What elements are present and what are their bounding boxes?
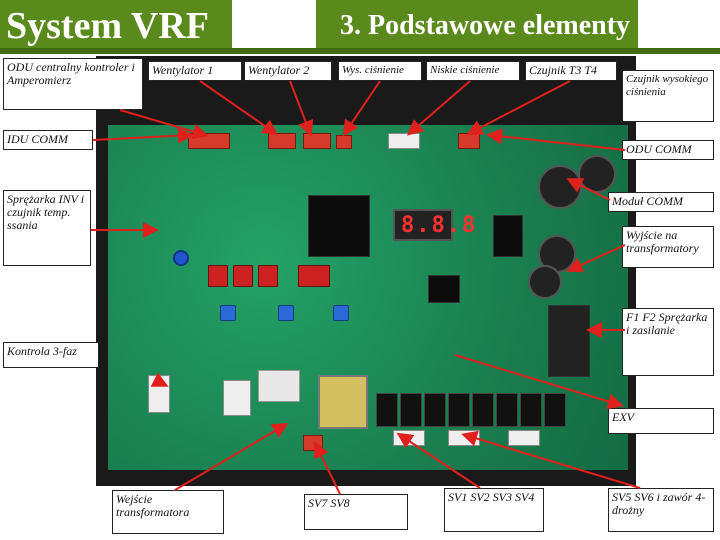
transformer	[318, 375, 368, 429]
pcb-board: 8.8.8	[108, 125, 628, 470]
fuse-block	[548, 305, 590, 377]
choke-coil	[258, 370, 300, 402]
relay-6	[496, 393, 518, 427]
left-connector	[148, 375, 170, 413]
label-compressor-inv: Sprężarka INV i czujnik temp. ssania	[3, 190, 91, 266]
connector-idu	[188, 133, 230, 149]
label-transformer-out: Wyjście na transformatory	[622, 226, 714, 268]
rotary-switch-2	[278, 305, 294, 321]
three-phase-connector	[223, 380, 251, 416]
label-high-pressure-sensor: Czujnik wysokiego ciśnienia	[622, 70, 714, 122]
label-sv78: SV7 SV8	[304, 494, 408, 530]
connector-sv1-sv4	[393, 430, 425, 446]
relay-5	[472, 393, 494, 427]
rotary-switch-3	[333, 305, 349, 321]
label-fuse: F1 F2 Sprężarka i zasilanie	[622, 308, 714, 376]
label-odu-central: ODU centralny kontroler i Amperomierz	[3, 58, 143, 110]
label-three-phase: Kontrola 3-faz	[3, 342, 99, 368]
dip-switch-2	[233, 265, 253, 287]
label-exv: EXV	[608, 408, 714, 434]
capacitor-blue-1	[173, 250, 189, 266]
relay-3	[424, 393, 446, 427]
connector-sv5-sv6	[448, 430, 480, 446]
label-idu-comm: IDU COMM	[3, 130, 93, 150]
relay-1	[376, 393, 398, 427]
led-display: 8.8.8	[393, 209, 475, 241]
connector-high-pressure	[336, 135, 352, 149]
connector-t3t4	[458, 133, 480, 149]
label-sensor-t3t4: Czujnik T3 T4	[525, 61, 617, 81]
header-left-bar	[0, 0, 232, 48]
header-divider	[0, 48, 720, 54]
dip-switch-4	[298, 265, 330, 287]
connector-fan1	[268, 133, 296, 149]
rotary-switch-1	[220, 305, 236, 321]
ic-chip	[428, 275, 460, 303]
slide-title-left: System VRF	[6, 5, 210, 47]
connector-sv78	[303, 435, 323, 451]
capacitor-2	[578, 155, 616, 193]
led-display-value: 8.8.8	[401, 213, 478, 238]
label-sv123: SV1 SV2 SV3 SV4	[444, 488, 544, 532]
relay-4	[448, 393, 470, 427]
dip-switch-3	[258, 265, 278, 287]
relay-8	[544, 393, 566, 427]
relay-7	[520, 393, 542, 427]
slide-title-right: 3. Podstawowe elementy	[340, 10, 631, 41]
connector-low-pressure	[388, 133, 420, 149]
label-odu-comm: ODU COMM	[622, 140, 714, 160]
connector-exv	[508, 430, 540, 446]
capacitor-1	[538, 165, 582, 209]
dip-switch-1	[208, 265, 228, 287]
microcontroller-chip	[308, 195, 370, 257]
label-low-pressure: Niskie ciśnienie	[426, 61, 520, 81]
label-transformer-in: Wejście transformatora	[112, 490, 224, 534]
power-module-chip	[493, 215, 523, 257]
capacitor-4	[528, 265, 562, 299]
header-right-bar	[316, 0, 638, 48]
label-module-comm: Moduł COMM	[608, 192, 714, 212]
label-fan2: Wentylator 2	[244, 61, 332, 81]
relay-2	[400, 393, 422, 427]
label-fan1: Wentylator 1	[148, 61, 242, 81]
label-sv56: SV5 SV6 i zawór 4-drożny	[608, 488, 714, 532]
connector-fan2	[303, 133, 331, 149]
label-high-pressure: Wys. ciśnienie	[338, 61, 422, 81]
